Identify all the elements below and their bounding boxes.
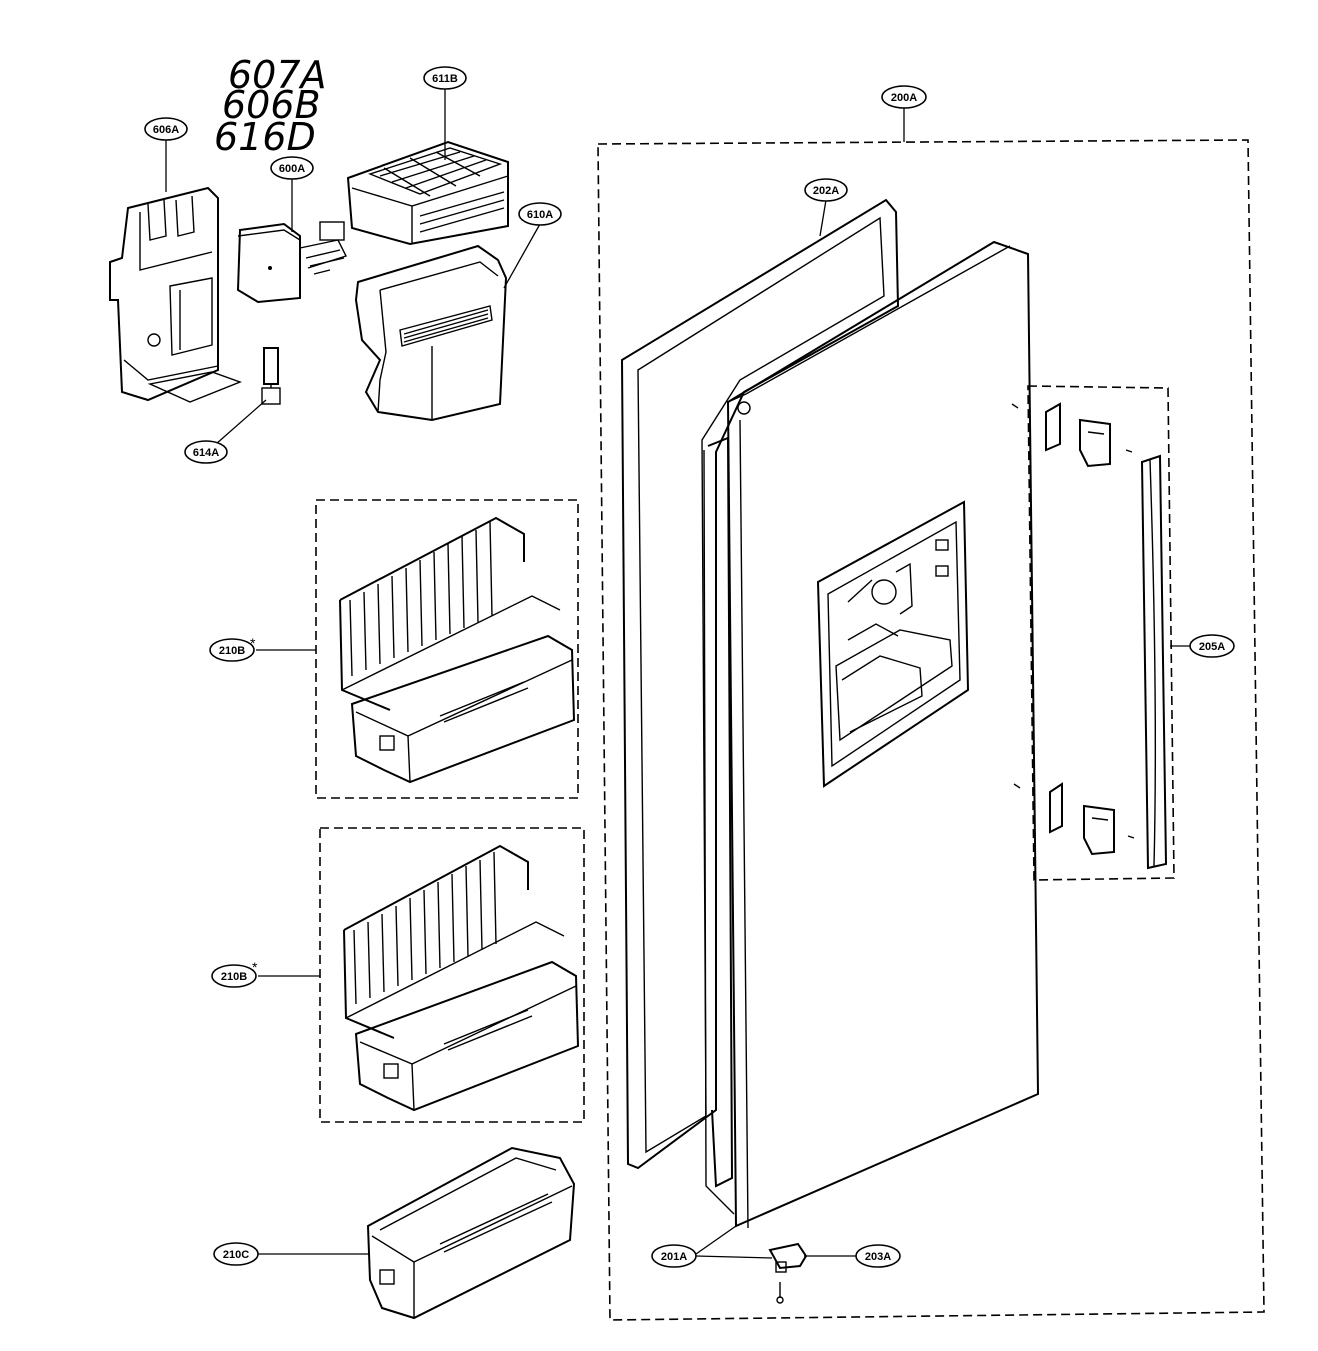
callout-606A: 606A (144, 117, 188, 141)
callout-210B-bottom-label: 210B (221, 971, 247, 983)
callout-203A: 203A (855, 1244, 901, 1268)
callout-210B-top-label: 210B (219, 645, 245, 657)
part-210C-drawing (366, 1146, 576, 1320)
callout-611B: 611B (423, 66, 467, 90)
callout-200A: 200A (881, 85, 927, 109)
callout-611B-label: 611B (432, 73, 458, 85)
callout-600A: 600A (270, 156, 314, 180)
callout-610A-label: 610A (527, 209, 553, 221)
basket-box-210B-bottom (319, 827, 585, 1123)
part-203A-hinge (768, 1242, 808, 1304)
callout-200A-label: 200A (891, 92, 917, 104)
asterisk-210B-top: * (250, 635, 256, 651)
callout-203A-label: 203A (865, 1251, 891, 1263)
callout-610A: 610A (518, 202, 562, 226)
note-606B: 606B (222, 83, 321, 127)
part-600A-drawing (236, 221, 347, 304)
part-614A-drawing (261, 347, 281, 405)
part-611B-drawing (346, 140, 509, 246)
callout-201A-label: 201A (661, 1251, 687, 1263)
leader-lines (165, 88, 1190, 1259)
callout-205A-label: 205A (1199, 641, 1225, 653)
callout-202A: 202A (804, 178, 848, 202)
handwritten-notes: 607A 606B 616D (214, 53, 327, 159)
note-607A: 607A (228, 53, 327, 97)
callout-210B-top: 210B (209, 638, 255, 662)
callout-205A: 205A (1189, 634, 1235, 658)
callout-201A: 201A (651, 1244, 697, 1268)
part-205A-handle-assembly (1011, 385, 1175, 881)
callout-614A: 614A (184, 440, 228, 464)
callout-600A-label: 600A (279, 163, 305, 175)
callout-210C: 210C (213, 1242, 259, 1266)
callout-614A-label: 614A (193, 447, 219, 459)
callout-210C-label: 210C (223, 1249, 249, 1261)
asterisk-210B-bottom: * (252, 959, 258, 975)
basket-box-210B-top (315, 499, 579, 799)
part-610A-drawing (354, 244, 508, 422)
callout-202A-label: 202A (813, 185, 839, 197)
callout-606A-label: 606A (153, 124, 179, 136)
part-606A-drawing (109, 186, 242, 403)
door-panel (703, 240, 1040, 1229)
note-616D: 616D (214, 115, 316, 159)
part-202A-gasket (620, 198, 900, 1170)
door-assembly-200A (597, 139, 1265, 1321)
callout-210B-bottom: 210B (211, 964, 257, 988)
